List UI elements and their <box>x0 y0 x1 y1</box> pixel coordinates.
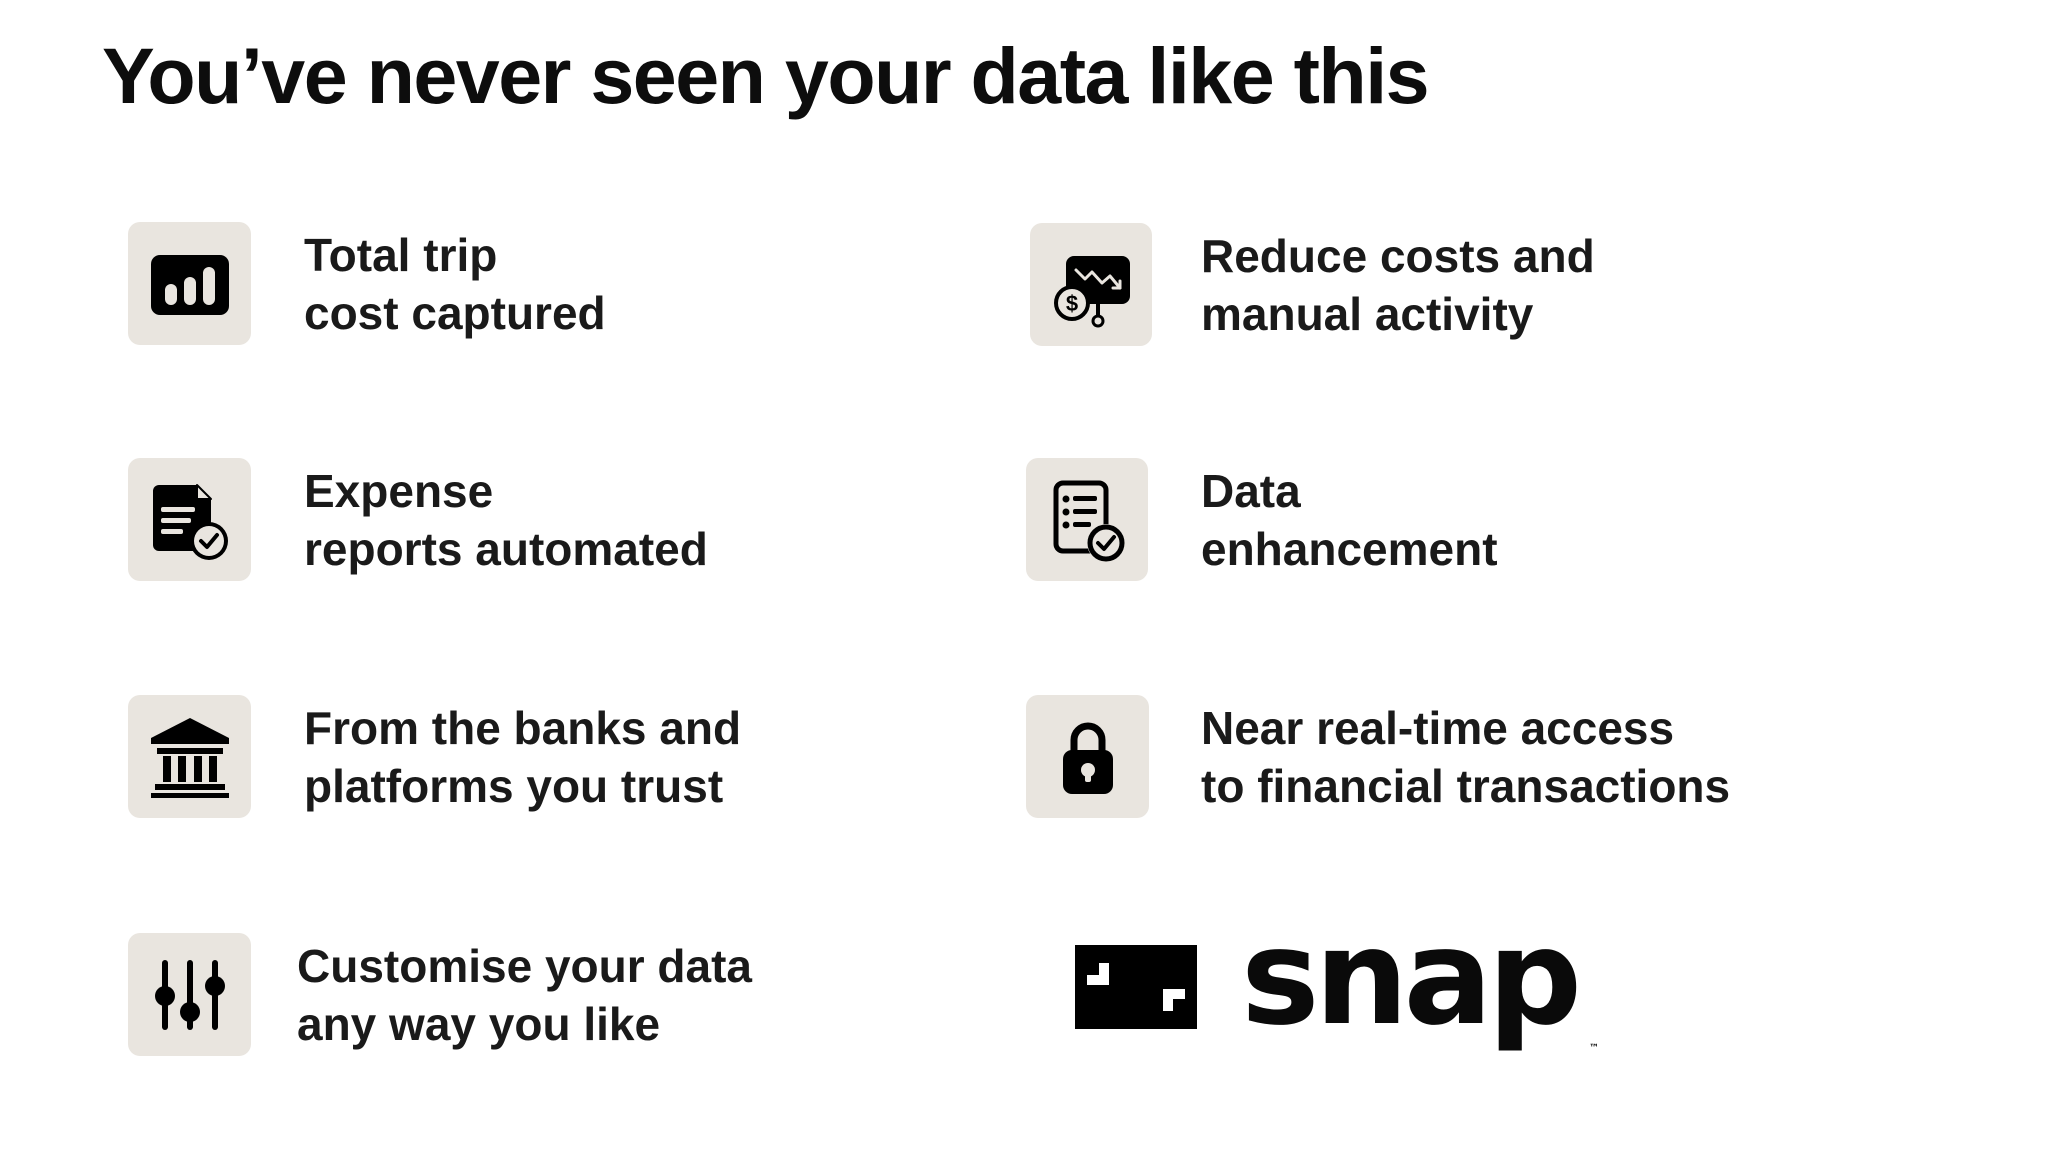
snap-logo: snap ™ <box>1075 912 1599 1054</box>
feature-label: Data enhancement <box>1201 462 1498 578</box>
cost-reduction-icon: $ <box>1054 255 1130 327</box>
page-title: You’ve never seen your data like this <box>102 31 1430 120</box>
feature-reduce-costs: $ Reduce costs and manual activity <box>1030 223 1595 346</box>
feature-data-enhancement: Data enhancement <box>1026 458 1498 581</box>
icon-tile <box>1026 458 1148 581</box>
feature-label-line: to financial transactions <box>1201 759 1731 812</box>
feature-label-line: Data <box>1201 464 1301 517</box>
feature-label-line: Reduce costs and <box>1201 229 1595 282</box>
feature-customise-data: Customise your data any way you like <box>128 933 752 1056</box>
feature-real-time-access: Near real-time access to financial trans… <box>1026 695 1730 818</box>
feature-label-line: enhancement <box>1201 522 1498 575</box>
bar-chart-icon <box>150 254 229 315</box>
icon-tile: $ <box>1030 223 1152 346</box>
feature-label-line: manual activity <box>1201 287 1534 340</box>
snap-logo-word: snap ™ <box>1241 912 1599 1054</box>
feature-label-line: Near real-time access <box>1201 701 1675 754</box>
feature-banks-platforms: From the banks and platforms you trust <box>128 695 741 818</box>
report-check-icon <box>152 483 228 560</box>
snap-logo-text: snap <box>1241 901 1582 1055</box>
feature-label: From the banks and platforms you trust <box>304 699 741 815</box>
lock-icon <box>1062 722 1113 794</box>
feature-label-line: reports automated <box>304 522 708 575</box>
trademark-symbol: ™ <box>1589 1043 1600 1054</box>
icon-tile <box>128 222 251 345</box>
feature-label-line: cost captured <box>304 286 606 339</box>
feature-label: Customise your data any way you like <box>297 937 752 1053</box>
feature-expense-reports: Expense reports automated <box>128 458 708 581</box>
feature-label-line: Expense <box>304 464 494 517</box>
icon-tile <box>128 458 251 581</box>
feature-label-line: any way you like <box>297 997 661 1050</box>
feature-label-line: platforms you trust <box>304 759 724 812</box>
snap-logo-mark-icon <box>1075 945 1197 1029</box>
icon-tile <box>128 695 251 818</box>
feature-label: Reduce costs and manual activity <box>1201 227 1595 343</box>
feature-total-trip-cost: Total trip cost captured <box>128 222 606 345</box>
sliders-icon <box>154 959 225 1030</box>
svg-text:$: $ <box>1066 291 1078 316</box>
feature-label: Total trip cost captured <box>304 226 606 342</box>
icon-tile <box>1026 695 1149 818</box>
bank-icon <box>150 717 229 798</box>
checklist-icon <box>1053 480 1125 562</box>
feature-label-line: Customise your data <box>297 939 752 992</box>
feature-label: Expense reports automated <box>304 462 708 578</box>
feature-label-line: From the banks and <box>304 701 742 754</box>
feature-label: Near real-time access to financial trans… <box>1201 699 1730 815</box>
icon-tile <box>128 933 251 1056</box>
feature-label-line: Total trip <box>304 228 498 281</box>
